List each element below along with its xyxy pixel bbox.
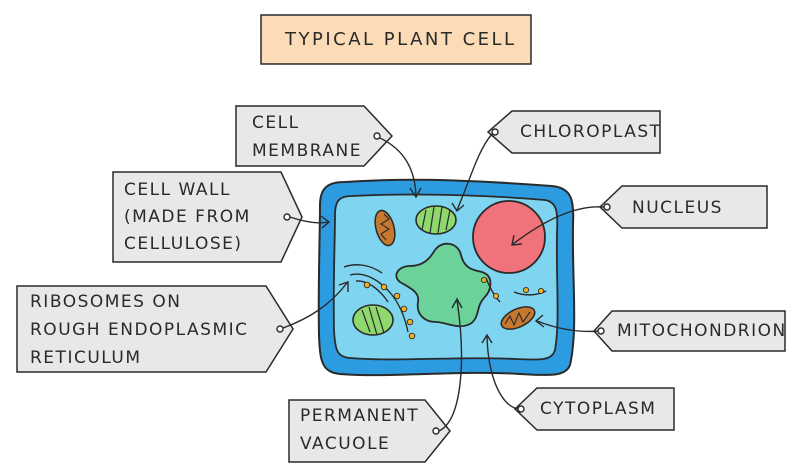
- leader-cytoplasm: [481, 333, 525, 413]
- leader-mitochondrion: [534, 314, 605, 335]
- leader-permanent-vacuole: [432, 297, 463, 435]
- label-nucleus: NUCLEUS: [632, 198, 723, 218]
- label-box-nucleus: [598, 185, 768, 229]
- leader-chloroplast: [451, 128, 499, 213]
- leader-cell-wall: [283, 213, 331, 229]
- label-permanent-vacuole-line-1: PERMANENT: [300, 406, 420, 426]
- chloroplast-top: [415, 205, 457, 235]
- label-cell-wall-line-1: CELL WALL: [124, 180, 231, 200]
- label-permanent-vacuole-line-2: VACUOLE: [300, 434, 391, 454]
- leader-ribosomes: [276, 281, 349, 333]
- diagram-title: TYPICAL PLANT CELL: [285, 29, 517, 50]
- label-box-permanent-vacuole: [288, 399, 451, 463]
- label-box-ribosomes: [16, 285, 294, 373]
- label-box-cytoplasm: [513, 387, 675, 431]
- mitochondrion-right: [500, 306, 536, 330]
- rough-endoplasmic-reticulum: [343, 264, 416, 340]
- chloroplast-bottom: [352, 304, 394, 336]
- label-cell-wall-line-2: (MADE FROM: [124, 207, 251, 227]
- label-ribosomes-line-3: RETICULUM: [30, 348, 142, 368]
- label-cytoplasm: CYTOPLASM: [540, 399, 657, 419]
- endoplasmic-reticulum-right: [480, 276, 547, 303]
- leader-cell-membrane: [373, 132, 422, 199]
- label-cell-membrane-line-1: CELL: [252, 113, 300, 133]
- label-cell-membrane-line-2: MEMBRANE: [252, 141, 362, 161]
- label-box-cell-membrane: [235, 105, 394, 167]
- mitochondrion-top: [374, 209, 396, 247]
- permanent-vacuole: [395, 242, 492, 328]
- leader-nucleus: [511, 203, 611, 246]
- label-ribosomes-line-1: RIBOSOMES ON: [30, 292, 182, 312]
- label-ribosomes-line-2: ROUGH ENDOPLASMIC: [30, 320, 249, 340]
- label-box-cell-wall: [112, 171, 303, 263]
- label-chloroplast: CHLOROPLAST: [520, 122, 662, 142]
- label-box-chloroplast: [486, 110, 661, 154]
- label-cell-wall-line-3: CELLULOSE): [124, 234, 243, 254]
- nucleus: [472, 200, 546, 274]
- label-box-mitochondrion: [592, 310, 786, 352]
- title-box: [260, 14, 532, 65]
- label-mitochondrion: MITOCHONDRION: [617, 321, 787, 341]
